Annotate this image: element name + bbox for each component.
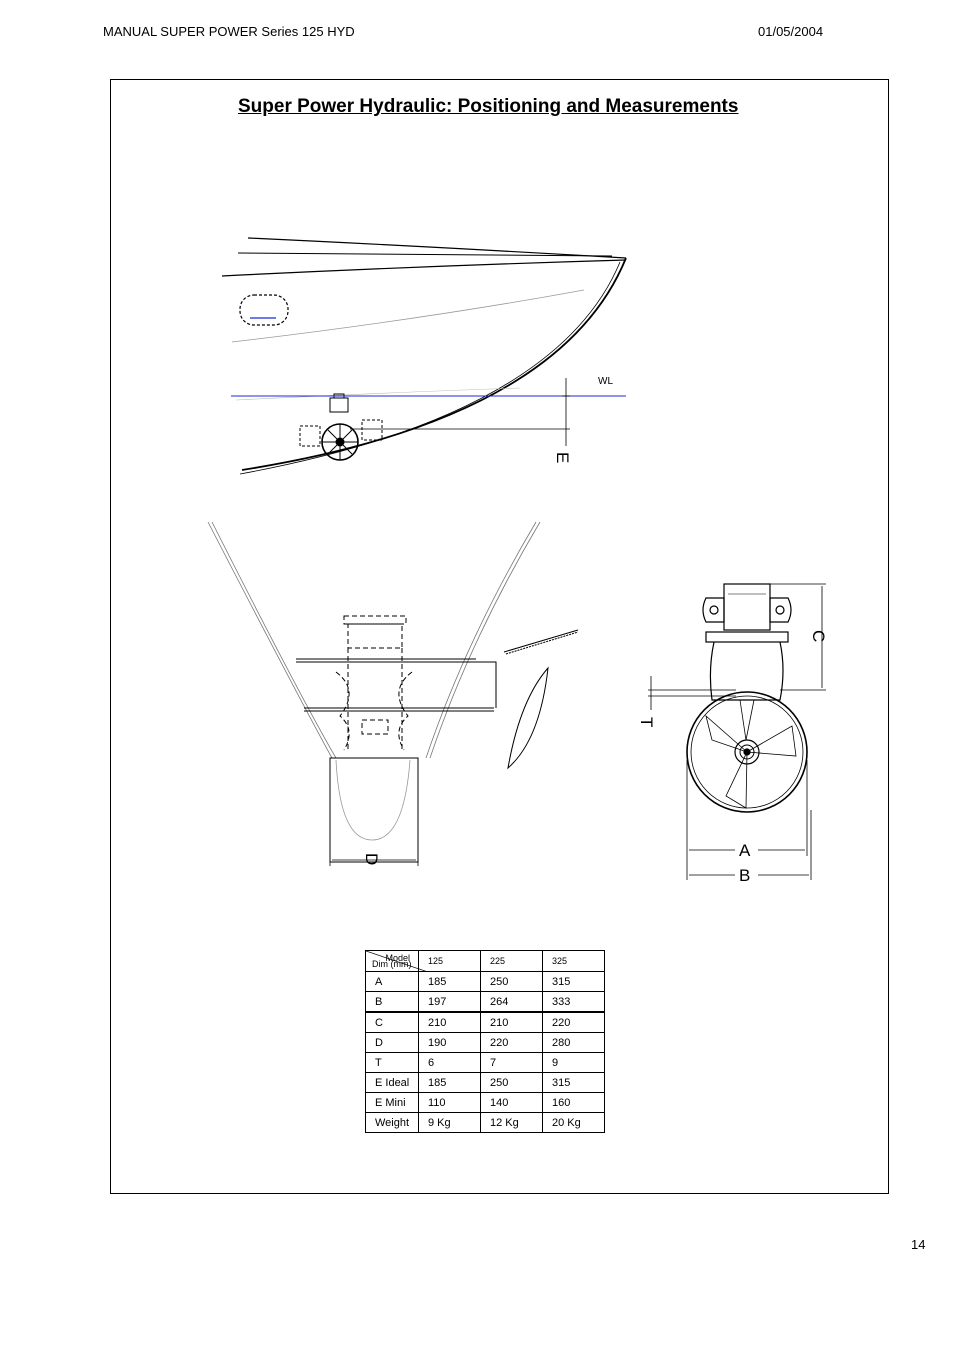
table-model-header: 225 [480,950,543,972]
document-date: 01/05/2004 [758,24,824,39]
table-cell: 160 [542,1092,605,1113]
table-cell: 220 [542,1011,605,1033]
corner-diagonal [366,951,428,972]
table-row: B 197 264 333 [365,991,605,1013]
table-cell: 9 Kg [418,1112,481,1133]
hull-section-view [207,521,541,841]
dim-a-label: A [739,841,751,860]
table-cell: 250 [480,971,543,992]
table-cell: 9 [542,1052,605,1073]
table-dim-cell: A [365,971,419,992]
table-cell: 140 [480,1092,543,1113]
page-number: 14 [911,1237,926,1252]
table-cell: 315 [542,971,605,992]
tunnel-lines [296,658,497,863]
table-cell: 250 [480,1072,543,1093]
table-row: A 185 250 315 [365,971,605,992]
dim-d-label: D [362,853,381,865]
table-row: D 190 220 280 [365,1032,605,1053]
table-corner-cell: Model Dim (mm) [365,950,428,972]
corner-dim-label: Dim (mm) [372,959,412,969]
table-row: E Ideal 185 250 315 [365,1072,605,1093]
table-dim-cell: E Ideal [365,1072,419,1093]
table-dim-cell: C [365,1011,419,1033]
table-dim-cell: T [365,1052,419,1073]
dim-c-label: C [809,630,828,642]
corner-model-label: Model [385,953,410,963]
dim-e-lines [350,378,570,446]
table-cell: 197 [418,991,481,1013]
table-cell: 210 [480,1011,543,1033]
table-cell: 20 Kg [542,1112,605,1133]
hull-side-view [221,237,627,475]
dim-a-lines [686,760,812,880]
dim-d-lines [329,859,419,866]
table-dim-cell: E Mini [365,1092,419,1113]
dim-e-label: E [553,452,572,463]
table-cell: 315 [542,1072,605,1093]
table-cell: 185 [418,971,481,992]
dim-t-label: T [637,717,656,727]
table-dim-cell: D [365,1032,419,1053]
table-cell: 185 [418,1072,481,1093]
table-cell: 190 [418,1032,481,1053]
dim-c-lines [770,583,826,691]
table-dim-cell: Weight [365,1112,419,1133]
content-frame [110,79,889,1194]
waterline-label: WL [598,376,613,387]
table-header-row: Model Dim (mm) 125 225 325 [365,950,605,972]
table-cell: 210 [418,1011,481,1033]
manual-title: MANUAL SUPER POWER Series 125 HYD [103,24,355,39]
table-row: Weight 9 Kg 12 Kg 20 Kg [365,1112,605,1133]
table-row: C 210 210 220 [365,1011,605,1033]
table-row: T 6 7 9 [365,1052,605,1073]
dim-b-label: B [739,866,750,885]
table-cell: 220 [480,1032,543,1053]
table-cell: 110 [418,1092,481,1113]
thruster-front-view [686,583,808,813]
table-dim-cell: B [365,991,419,1013]
table-row: E Mini 110 140 160 [365,1092,605,1113]
table-cell: 7 [480,1052,543,1073]
propeller-blade-detail [503,629,579,770]
table-cell: 6 [418,1052,481,1073]
thruster-side-icon [299,393,383,461]
table-cell: 12 Kg [480,1112,543,1133]
dim-t-lines [648,676,736,710]
dimensions-table: Model Dim (mm) 125 225 325 A 185 250 315… [365,950,605,1133]
thruster-hidden-outline [335,615,413,751]
table-cell: 333 [542,991,605,1013]
page-title: Super Power Hydraulic: Positioning and M… [238,96,739,117]
table-cell: 264 [480,991,543,1013]
table-cell: 280 [542,1032,605,1053]
table-model-header: 325 [542,950,605,972]
